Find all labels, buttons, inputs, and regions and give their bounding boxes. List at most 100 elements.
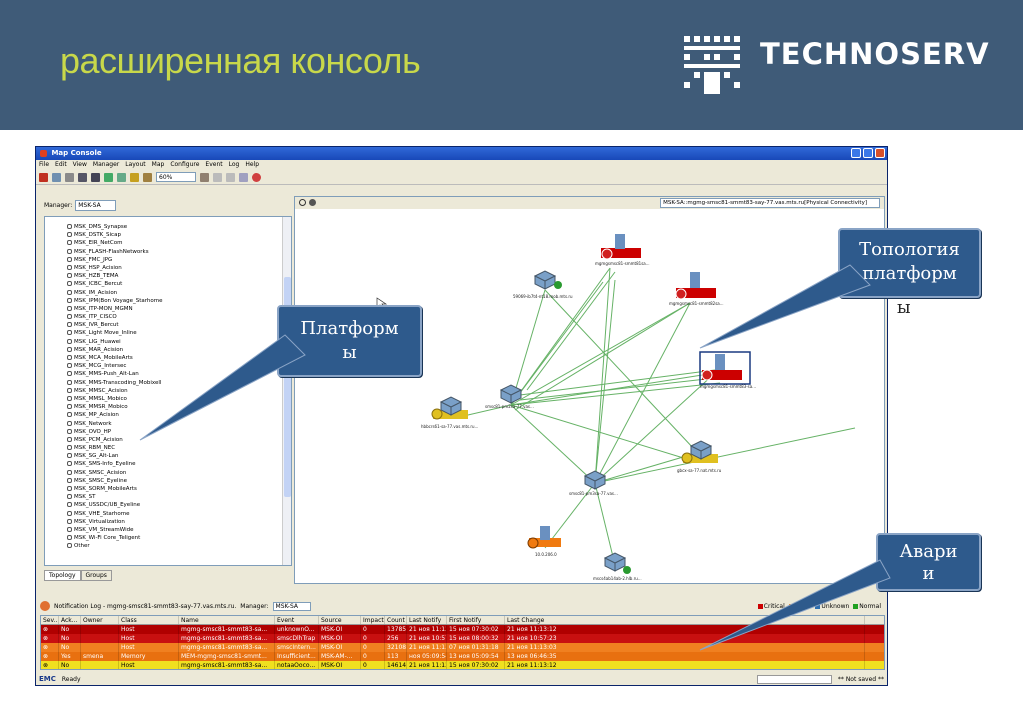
router-normal-icon[interactable]: [583, 470, 607, 490]
menu-help[interactable]: Help: [245, 161, 260, 168]
tree-item[interactable]: MSK_ICBC_Bercut: [45, 280, 291, 288]
tree-item[interactable]: MSK_FMC_JPG: [45, 256, 291, 264]
host-critical-selected-icon[interactable]: [699, 351, 751, 385]
column-header[interactable]: Event: [275, 616, 319, 624]
map-settings-icon[interactable]: [309, 199, 316, 206]
tree-item[interactable]: MSK_ST: [45, 493, 291, 501]
tree-item[interactable]: MSK_ITP_CISCO: [45, 313, 291, 321]
tree-item[interactable]: MSK_SMS-Info_Eyeline: [45, 460, 291, 468]
menu-map[interactable]: Map: [151, 161, 165, 168]
menu-file[interactable]: File: [39, 161, 50, 168]
menu-configure[interactable]: Configure: [170, 161, 200, 168]
column-header[interactable]: Count: [385, 616, 407, 624]
column-header[interactable]: Last Notify: [407, 616, 447, 624]
column-header[interactable]: Owner: [81, 616, 119, 624]
tree-item[interactable]: MSK_Wi-Fi Core_Teligent: [45, 534, 291, 542]
network-icon[interactable]: [78, 172, 87, 182]
map-selector[interactable]: MSK-SA::mgmg-smsc81-smmt83-say-77.vas.mt…: [660, 198, 880, 208]
tree-item[interactable]: MSK_EIR_NetCom: [45, 239, 291, 247]
tree-item[interactable]: MSK_VM_StreamWide: [45, 526, 291, 534]
column-header[interactable]: Source: [319, 616, 361, 624]
tree-item[interactable]: MSK_Light Move_Inline: [45, 329, 291, 337]
tree-item[interactable]: MSK_HSP_Acision: [45, 264, 291, 272]
tree-item[interactable]: MSK_Network: [45, 420, 291, 428]
tree-item[interactable]: MSK_MMS-Push_Alt-Lan: [45, 370, 291, 378]
tree-scrollbar[interactable]: [282, 217, 291, 565]
manager-select[interactable]: MSK-SA: [75, 200, 116, 211]
filter-icon[interactable]: [39, 172, 48, 182]
menu-log[interactable]: Log: [228, 161, 240, 168]
tree-item[interactable]: MSK_MCG_Intersec: [45, 362, 291, 370]
grid-icon[interactable]: [117, 172, 126, 182]
tree-item[interactable]: MSK_HZB_TEMA: [45, 272, 291, 280]
tool-icon[interactable]: [200, 172, 209, 182]
close-button[interactable]: [875, 148, 885, 158]
tab-groups[interactable]: Groups: [80, 570, 112, 581]
tree-item[interactable]: MSK_ITP-MON_MGMN: [45, 305, 291, 313]
tree-item[interactable]: MSK_SMSC_Acision: [45, 469, 291, 477]
minimize-button[interactable]: [851, 148, 861, 158]
forward-icon[interactable]: [226, 172, 235, 182]
stop-icon[interactable]: [252, 172, 261, 182]
copy-icon[interactable]: [65, 172, 74, 182]
tree-item[interactable]: MSK_SG_Alt-Lan: [45, 452, 291, 460]
tree-item[interactable]: MSK_DMS_Synapse: [45, 223, 291, 231]
column-header[interactable]: Ack...: [59, 616, 81, 624]
map-nav-icon[interactable]: [299, 199, 306, 206]
host-critical-icon[interactable]: [675, 272, 716, 300]
host-critical-icon[interactable]: [601, 234, 641, 260]
tree-item[interactable]: MSK_DSTK_Sicap: [45, 231, 291, 239]
tree-item[interactable]: MSK_IM_Acision: [45, 289, 291, 297]
edit-icon[interactable]: [104, 172, 113, 182]
column-header[interactable]: Name: [179, 616, 275, 624]
hierarchy-icon[interactable]: [91, 172, 100, 182]
tree-item[interactable]: MSK_IPM(Bon Voyage_Starhome: [45, 297, 291, 305]
tree-item[interactable]: MSK_MMS-Transcoding_Mobixell: [45, 379, 291, 387]
tree-item[interactable]: MSK_MMSR_Mobico: [45, 403, 291, 411]
router-normal-icon[interactable]: [499, 384, 523, 404]
tree-item[interactable]: MSK_FLASH-FlashNetworks: [45, 248, 291, 256]
tree-item[interactable]: MSK_PCM_Acision: [45, 436, 291, 444]
menu-event[interactable]: Event: [205, 161, 223, 168]
tree-item[interactable]: MSK_MMSL_Mobico: [45, 395, 291, 403]
zoom-select[interactable]: 60%: [156, 172, 196, 182]
back-icon[interactable]: [213, 172, 222, 182]
layout-icon[interactable]: [130, 172, 139, 182]
tree-item[interactable]: MSK_Virtualization: [45, 518, 291, 526]
tree-item[interactable]: MSK_SORM_MobileArts: [45, 485, 291, 493]
tree-item[interactable]: MSK_MCA_MobileArts: [45, 354, 291, 362]
menu-layout[interactable]: Layout: [125, 161, 146, 168]
router-warning-icon[interactable]: [681, 440, 718, 464]
wrench-icon[interactable]: [143, 172, 152, 182]
tree-item[interactable]: Other: [45, 542, 291, 550]
column-header[interactable]: Class: [119, 616, 179, 624]
host-major-icon[interactable]: [527, 526, 561, 549]
tree-item[interactable]: MSK_RBM_NEC: [45, 444, 291, 452]
menu-edit[interactable]: Edit: [55, 161, 67, 168]
column-header[interactable]: Impact: [363, 616, 385, 624]
tab-topology[interactable]: Topology: [44, 570, 81, 581]
column-header[interactable]: Sev...: [43, 616, 59, 624]
topology-map[interactable]: MSK-SA::mgmg-smsc81-smmt83-say-77.vas.mt…: [294, 196, 885, 584]
tree-item[interactable]: MSK_MP_Acision: [45, 411, 291, 419]
tree-item[interactable]: MSK_MMSC_Acision: [45, 387, 291, 395]
column-header[interactable]: First Notify: [447, 616, 505, 624]
refresh-icon[interactable]: [52, 172, 61, 182]
column-header[interactable]: Last Change: [505, 616, 865, 624]
home-icon[interactable]: [239, 172, 248, 182]
menu-manager[interactable]: Manager: [92, 161, 120, 168]
router-warning-icon[interactable]: [431, 396, 468, 420]
tree-item[interactable]: MSK_OVO_HP: [45, 428, 291, 436]
tree-item[interactable]: MSK_SMSC_Eyeline: [45, 477, 291, 485]
tree-item[interactable]: MSK_IVR_Bercut: [45, 321, 291, 329]
tree-item[interactable]: MSK_VHE_Starhome: [45, 510, 291, 518]
notif-manager-select[interactable]: MSK-SA: [272, 601, 311, 611]
menu-view[interactable]: View: [72, 161, 87, 168]
tree-item[interactable]: MSK_USSDC/UB_Eyeline: [45, 501, 291, 509]
maximize-button[interactable]: [863, 148, 873, 158]
